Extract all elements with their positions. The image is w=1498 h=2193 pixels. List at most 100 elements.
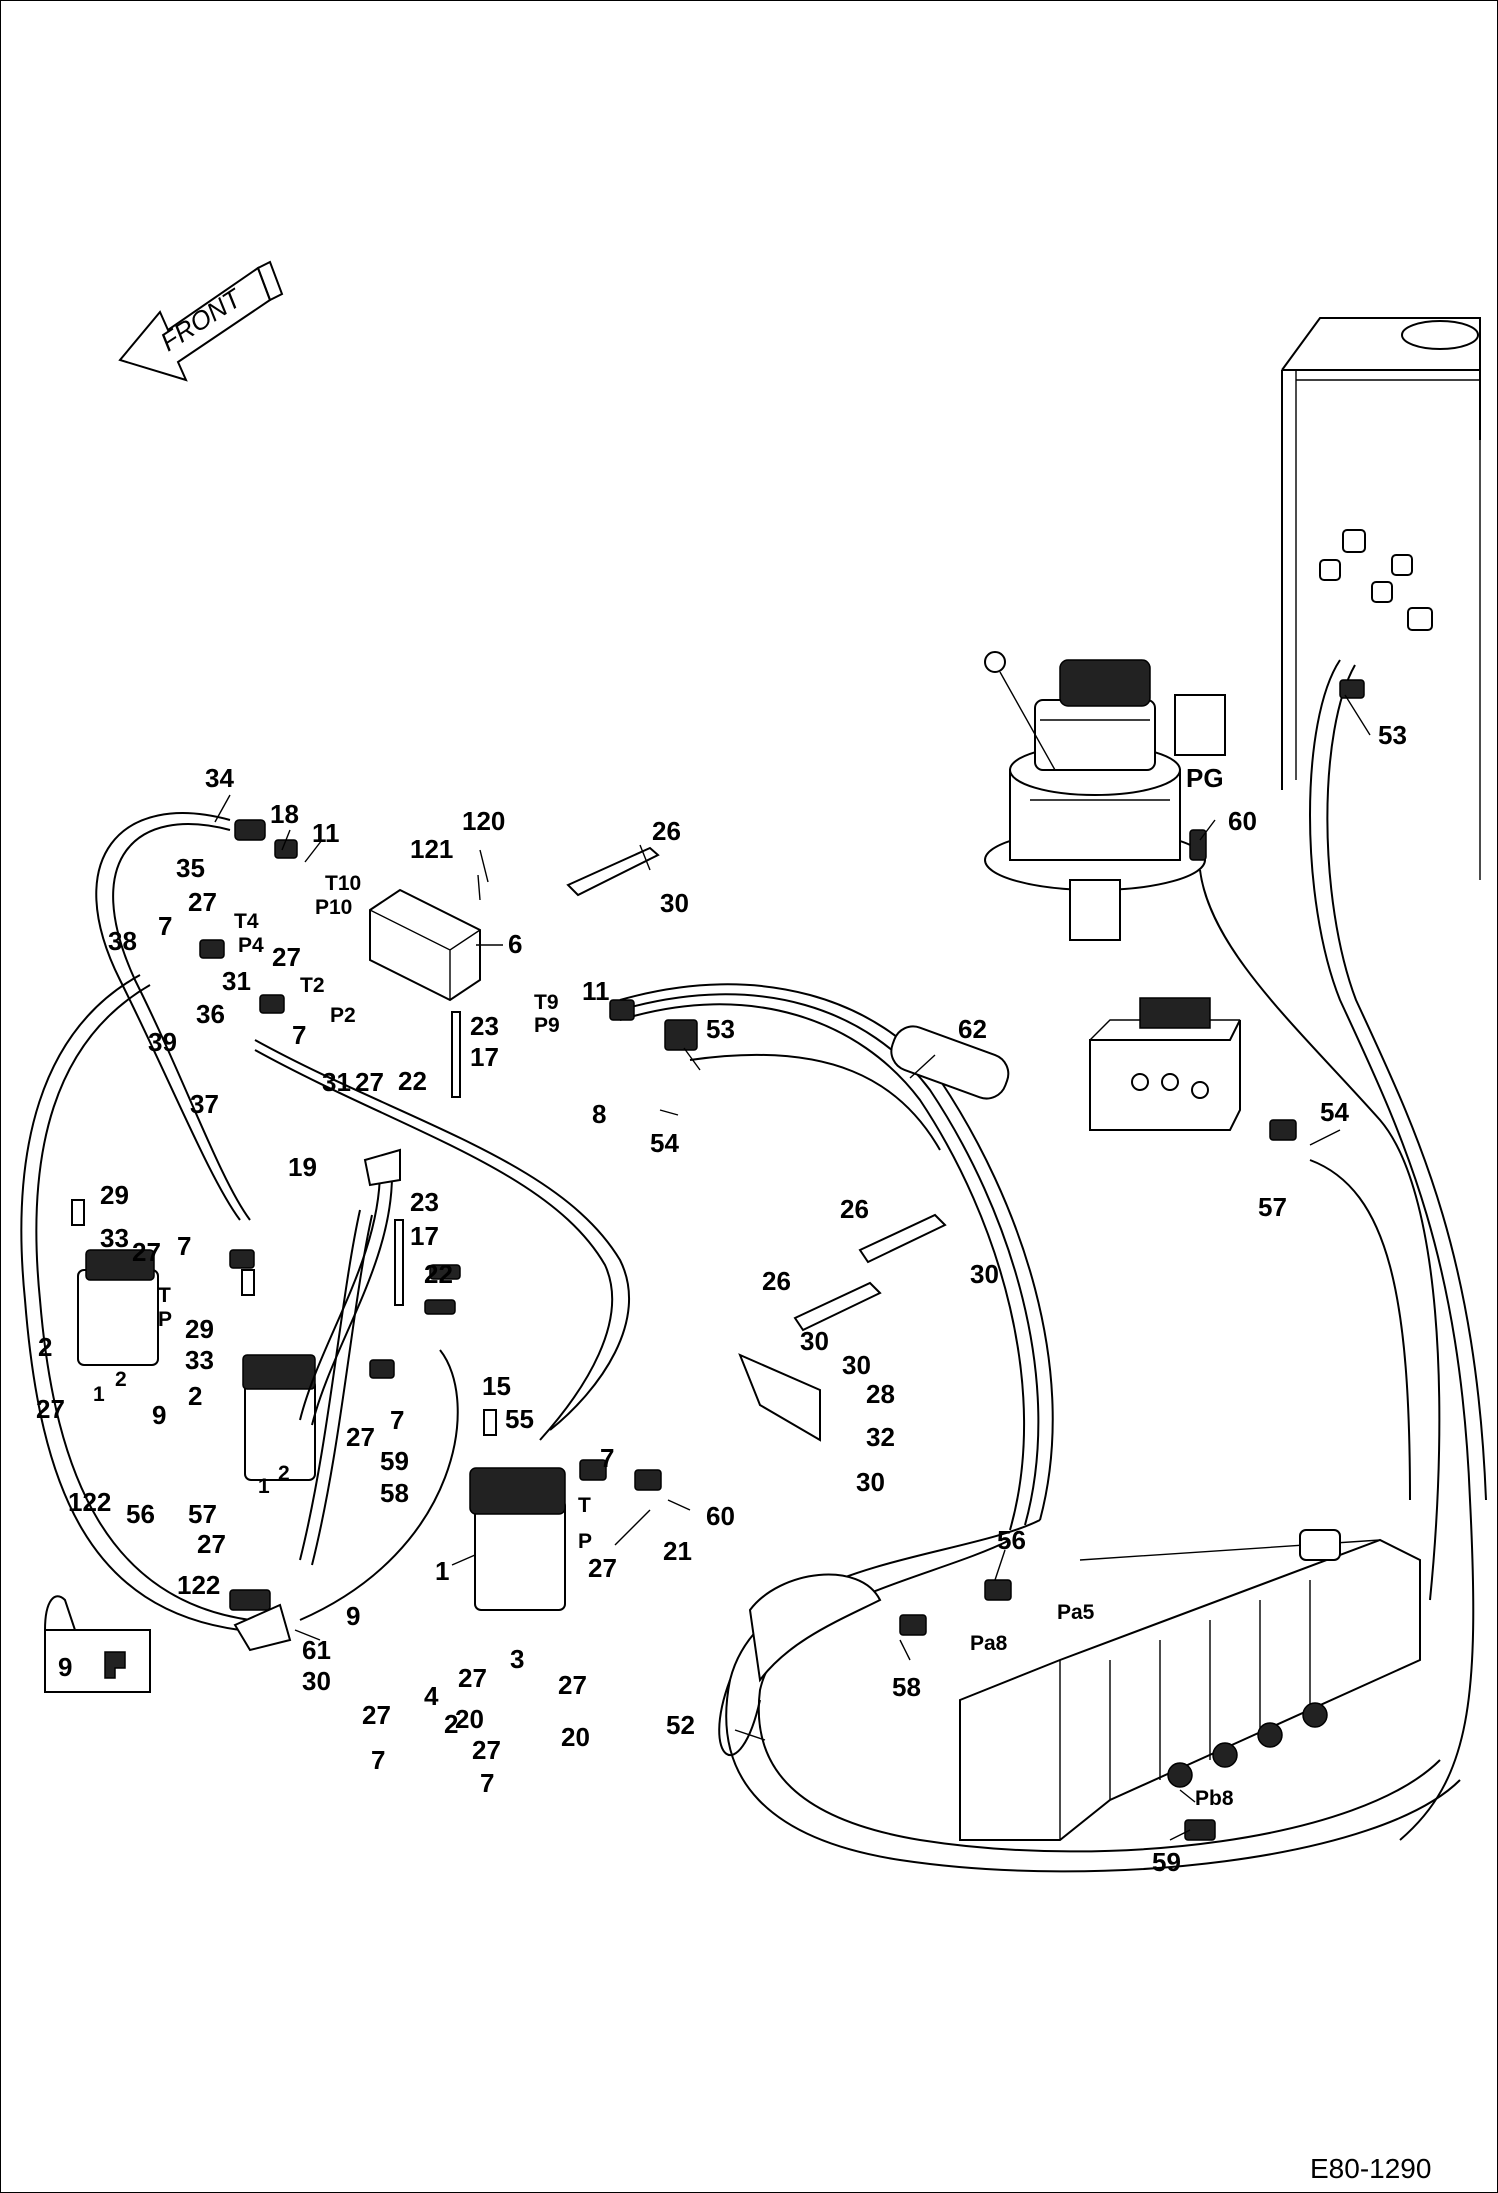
callout: 2 [115, 1368, 127, 1391]
callout: 30 [800, 1326, 829, 1356]
callout: 20 [561, 1722, 590, 1752]
callout: Pb8 [1195, 1787, 1234, 1810]
callout: 29 [100, 1180, 129, 1210]
callout: 27 [36, 1394, 65, 1424]
callout: 120 [462, 806, 505, 836]
callout: 7 [177, 1231, 191, 1261]
callout: 2 [278, 1462, 290, 1485]
brackets [233, 846, 947, 1652]
callout: 7 [390, 1405, 404, 1435]
callout: 37 [190, 1089, 219, 1119]
callout: 57 [188, 1499, 217, 1529]
callout: 121 [410, 834, 453, 864]
callout: 29 [185, 1314, 214, 1344]
callout: Pa8 [970, 1632, 1008, 1655]
callout: PG [1186, 763, 1224, 793]
callout: 2 [444, 1709, 458, 1739]
callout: 30 [660, 888, 689, 918]
callout: 23 [470, 1011, 499, 1041]
callout: 7 [600, 1443, 614, 1473]
callout: 4 [424, 1681, 439, 1711]
callout: 27 [197, 1529, 226, 1559]
callout: T [578, 1494, 591, 1517]
callout: 7 [292, 1020, 306, 1050]
callout: 26 [652, 816, 681, 846]
pilot-manifold [369, 888, 481, 1002]
callout: 17 [410, 1221, 439, 1251]
callout: 11 [312, 818, 340, 848]
callout: 27 [558, 1670, 587, 1700]
callout: 30 [302, 1666, 331, 1696]
callout: 27 [132, 1237, 161, 1267]
callout: 52 [666, 1710, 695, 1740]
callout: 2 [38, 1332, 52, 1362]
callout: 30 [970, 1259, 999, 1289]
callout: 60 [1228, 806, 1257, 836]
callout: 11 [582, 976, 610, 1006]
callout: 61 [302, 1635, 331, 1665]
callout: 62 [958, 1014, 987, 1044]
callout: 35 [176, 853, 205, 883]
callout: 31 [322, 1067, 351, 1097]
callout: T9 [534, 991, 559, 1014]
bolts [71, 1011, 497, 1436]
callout: 23 [410, 1187, 439, 1217]
callout: 27 [355, 1067, 384, 1097]
callout: 20 [455, 1704, 484, 1734]
callout-labels: 34 18 11 T10 P10 120 121 35 27 T4 P4 7 3… [36, 720, 1407, 1877]
callout: T2 [300, 974, 325, 997]
callout: 18 [270, 799, 299, 829]
hydraulic-tank [1281, 317, 1481, 880]
callout: 58 [892, 1672, 921, 1702]
callout: 58 [380, 1478, 409, 1508]
callout: 57 [1258, 1192, 1287, 1222]
valve-block-right [1089, 997, 1241, 1131]
callout: 36 [196, 999, 225, 1029]
callout: T4 [234, 910, 259, 933]
callout: P2 [330, 1004, 356, 1027]
callout: 27 [272, 942, 301, 972]
callout: 122 [177, 1570, 220, 1600]
callout: P9 [534, 1014, 560, 1037]
callout: 27 [458, 1663, 487, 1693]
callout: 59 [380, 1446, 409, 1476]
callout: 56 [997, 1525, 1026, 1555]
callout: 38 [108, 926, 137, 956]
callout: 31 [222, 966, 251, 996]
callout: 30 [842, 1350, 871, 1380]
callout: 27 [188, 887, 217, 917]
callout: 27 [588, 1553, 617, 1583]
callout: 33 [100, 1223, 129, 1253]
callout: P4 [238, 934, 264, 957]
callout: 27 [472, 1735, 501, 1765]
callout: 60 [706, 1501, 735, 1531]
front-arrow-icon: FRONT [118, 260, 284, 382]
callout: 8 [592, 1099, 606, 1129]
callout: 26 [840, 1194, 869, 1224]
callout: 54 [1320, 1097, 1349, 1127]
callout: 19 [288, 1152, 317, 1182]
callout: 15 [482, 1371, 511, 1401]
callout: 27 [346, 1422, 375, 1452]
callout: 32 [866, 1422, 895, 1452]
callout: 122 [68, 1487, 111, 1517]
callout: 56 [126, 1499, 155, 1529]
callout: 53 [706, 1014, 735, 1044]
callout: 9 [152, 1400, 166, 1430]
callout: 53 [1378, 720, 1407, 750]
inset-detail-9: 9 [43, 1595, 151, 1693]
callout: 59 [1152, 1847, 1181, 1877]
callout: P [158, 1308, 172, 1331]
callout: 39 [148, 1027, 177, 1057]
pilot-valve-2b [242, 1354, 316, 1481]
callout: 54 [650, 1128, 679, 1158]
leader-lines [214, 694, 1371, 1841]
callout: 21 [663, 1536, 692, 1566]
callout: 33 [185, 1345, 214, 1375]
callout: 17 [470, 1042, 499, 1072]
callout: 9 [346, 1601, 360, 1631]
callout: 22 [398, 1066, 427, 1096]
callout: P10 [315, 896, 352, 919]
pilot-valve-2 [77, 1249, 159, 1366]
